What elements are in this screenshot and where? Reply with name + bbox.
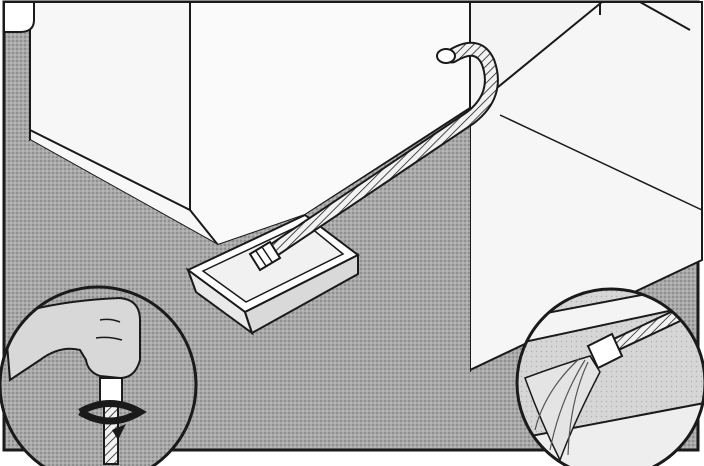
wall-fitting [437, 49, 455, 63]
step-badge [4, 2, 34, 32]
